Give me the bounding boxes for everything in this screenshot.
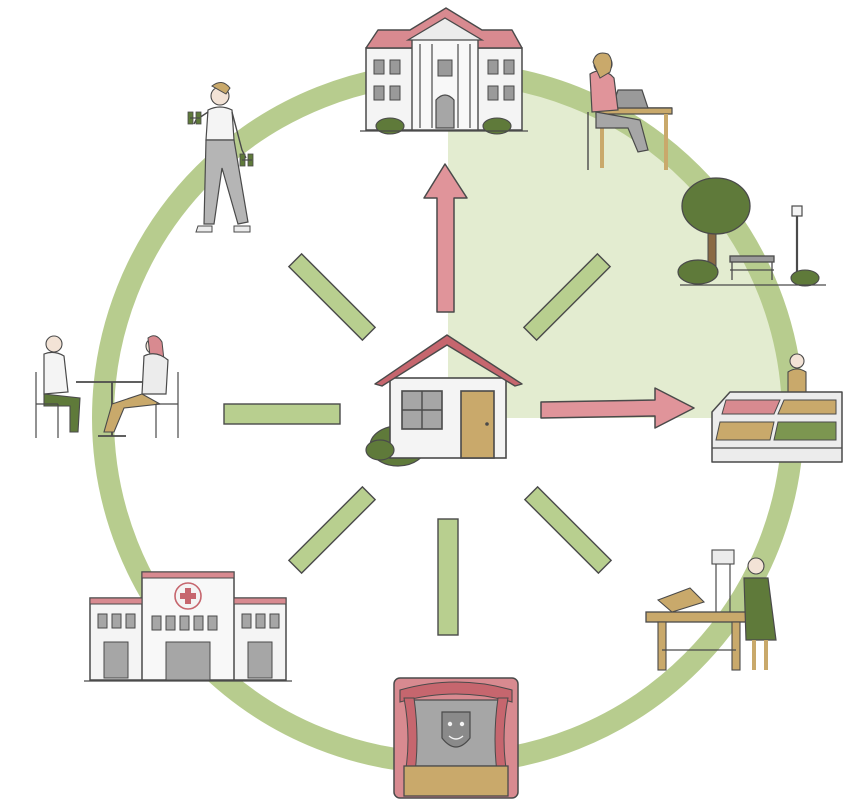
spokes — [223, 252, 613, 636]
spoke-bottom — [437, 518, 459, 636]
park-with-tree-and-bench-icon — [677, 177, 826, 287]
spoke-upper-right — [522, 252, 612, 342]
hospital-icon — [84, 571, 292, 682]
market-stall-icon — [711, 353, 843, 463]
woman-exercising-with-dumbbells-icon — [187, 82, 254, 233]
spoke-lower-left — [287, 485, 377, 575]
spoke-lower-right — [523, 485, 613, 575]
arrow-right — [540, 387, 695, 429]
house-icon — [365, 334, 523, 467]
school-building-icon — [360, 7, 528, 135]
cafe-meeting-icon — [35, 335, 179, 438]
arrow-up — [423, 163, 468, 313]
woman-working-at-laptop-icon — [587, 52, 673, 170]
spoke-left — [223, 403, 341, 425]
spoke-upper-left — [287, 252, 377, 342]
carpenter-workshop-icon — [645, 549, 777, 671]
theater-stage-icon — [393, 677, 519, 799]
